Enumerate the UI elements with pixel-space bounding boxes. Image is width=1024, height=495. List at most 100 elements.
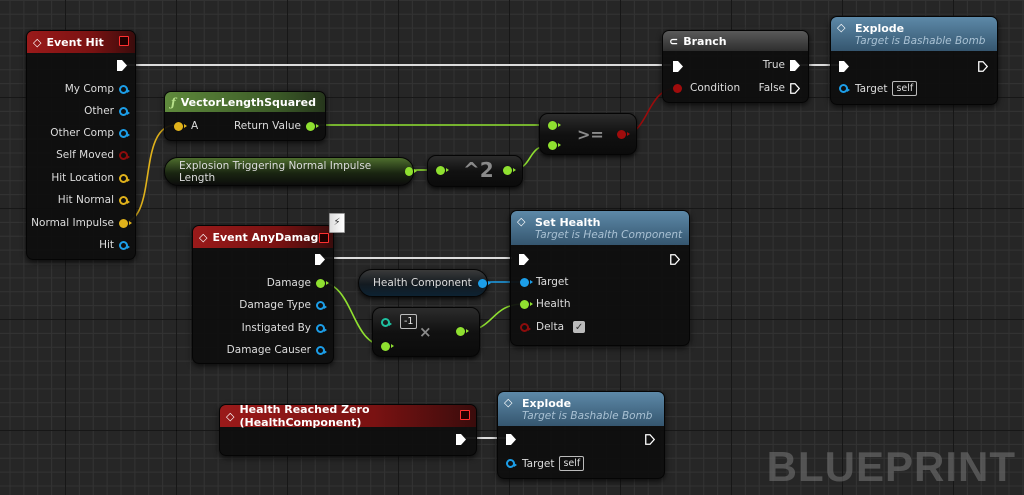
pin-damage-type[interactable]: Damage Type — [239, 299, 327, 311]
pin-label: False — [758, 82, 785, 94]
pin-instigated-by[interactable]: Instigated By — [242, 322, 327, 334]
bool-pin-icon[interactable] — [617, 130, 630, 139]
float-pin-icon[interactable] — [548, 121, 561, 130]
health-reached-zero-title: Health Reached Zero (HealthComponent) — [239, 403, 370, 429]
object-pin-icon[interactable] — [520, 277, 533, 287]
exec-out-pin[interactable] — [645, 434, 655, 445]
struct-pin-icon[interactable] — [119, 173, 130, 183]
event-any-damage-title: Event AnyDamage — [212, 230, 326, 244]
exec-out-pin[interactable] — [456, 434, 466, 445]
object-pin-icon[interactable] — [316, 345, 327, 355]
pin-hit[interactable]: Hit — [99, 239, 130, 251]
vector-length-squared-node[interactable]: ƒ VectorLengthSquared A Return Value — [164, 91, 326, 141]
exec-out-pin[interactable] — [670, 254, 680, 265]
square-operator-node[interactable]: ^2 — [427, 155, 523, 187]
pin-my-comp[interactable]: My Comp — [65, 83, 130, 95]
exec-out-pin[interactable] — [315, 254, 325, 265]
pin-other[interactable]: Other — [84, 105, 130, 117]
event-any-damage-header[interactable]: ◇ Event AnyDamage — [193, 226, 333, 248]
pin-hit-location[interactable]: Hit Location — [51, 172, 130, 184]
bool-pin-icon[interactable] — [520, 322, 531, 332]
float-pin-icon[interactable] — [381, 342, 394, 351]
vector-length-squared-title: VectorLengthSquared — [180, 95, 316, 109]
event-any-damage-node[interactable]: ◇ Event AnyDamage ⚡ Damage Damage Type I… — [192, 213, 345, 364]
target-self-value[interactable]: self — [892, 81, 918, 96]
branch-header[interactable]: ⊂ Branch — [663, 31, 808, 51]
float-pin-icon[interactable] — [316, 278, 329, 288]
bool-pin-icon[interactable] — [673, 84, 682, 93]
exec-in-pin[interactable] — [519, 254, 529, 265]
pin-damage-causer[interactable]: Damage Causer — [227, 344, 327, 356]
float-pin-icon[interactable] — [381, 318, 392, 327]
pin-self-moved[interactable]: Self Moved — [56, 149, 130, 161]
vector-length-squared-header[interactable]: ƒ VectorLengthSquared — [165, 92, 325, 112]
exec-in-pin[interactable] — [506, 434, 516, 445]
object-pin-icon[interactable] — [316, 300, 327, 310]
pin-return-value[interactable]: Return Value — [233, 120, 319, 132]
health-reached-zero-header[interactable]: ◇ Health Reached Zero (HealthComponent) — [220, 403, 476, 429]
pin-true[interactable]: True — [763, 59, 800, 71]
exec-out-pin[interactable] — [978, 61, 988, 72]
pin-target[interactable]: Target self — [839, 81, 918, 96]
float-pin-icon[interactable] — [306, 121, 319, 131]
pin-delta[interactable]: Delta ✓ — [520, 321, 586, 333]
health-reached-zero-node[interactable]: ◇ Health Reached Zero (HealthComponent) — [219, 403, 477, 456]
explode-header-1[interactable]: ◇ Explode Target is Bashable Bomb — [831, 17, 997, 51]
multiply-operator-node[interactable]: -1 × — [372, 307, 480, 357]
pin-condition[interactable]: Condition — [690, 82, 740, 94]
replicated-server-icon: ⚡ — [329, 213, 345, 233]
object-pin-icon[interactable] — [119, 240, 130, 250]
pin-hit-normal[interactable]: Hit Normal — [58, 194, 130, 206]
exec-out-pin[interactable] — [790, 59, 800, 71]
object-pin-icon[interactable] — [119, 128, 130, 138]
object-pin-icon[interactable] — [506, 459, 517, 468]
pin-health[interactable]: Health — [520, 298, 570, 310]
exec-in-pin[interactable] — [673, 61, 683, 72]
set-health-node[interactable]: ◇ Set Health Target is Health Component … — [510, 210, 690, 346]
float-pin-icon[interactable] — [404, 167, 418, 176]
event-hit-node[interactable]: ◇ Event Hit My Comp Other Other Comp Sel… — [26, 30, 136, 260]
struct-pin-icon[interactable] — [174, 121, 187, 131]
set-health-header[interactable]: ◇ Set Health Target is Health Component — [511, 211, 689, 245]
pin-label: Return Value — [233, 120, 301, 132]
event-diamond-icon: ◇ — [33, 35, 42, 49]
object-pin-icon[interactable] — [119, 84, 130, 94]
exec-out-pin[interactable] — [790, 82, 800, 94]
pin-label: Normal Impulse — [31, 217, 114, 229]
event-hit-header[interactable]: ◇ Event Hit — [27, 31, 135, 53]
bool-pin-icon[interactable] — [119, 150, 130, 160]
pin-other-comp[interactable]: Other Comp — [50, 127, 130, 139]
pin-normal-impulse[interactable]: Normal Impulse — [31, 217, 132, 229]
explode-header-2[interactable]: ◇ Explode Target is Bashable Bomb — [498, 392, 664, 426]
pin-target[interactable]: Target self — [506, 456, 585, 471]
float-pin-icon[interactable] — [456, 327, 469, 336]
float-pin-icon[interactable] — [548, 141, 561, 150]
pin-a[interactable]: A — [174, 120, 198, 132]
multiply-constant-input[interactable]: -1 — [400, 314, 418, 329]
target-self-value[interactable]: self — [559, 456, 585, 471]
object-pin-icon[interactable] — [316, 323, 327, 333]
struct-pin-icon[interactable] — [119, 195, 130, 205]
pin-damage[interactable]: Damage — [267, 277, 329, 289]
exec-out-pin[interactable] — [117, 60, 127, 71]
object-pin-icon[interactable] — [119, 106, 130, 116]
explode-node-1[interactable]: ◇ Explode Target is Bashable Bomb Target… — [830, 16, 998, 105]
exec-in-pin[interactable] — [839, 61, 849, 72]
compare-operator-node[interactable]: >= — [539, 113, 637, 155]
function-diamond-icon: ◇ — [517, 215, 526, 228]
branch-node[interactable]: ⊂ Branch True Condition False — [662, 30, 809, 103]
pin-false[interactable]: False — [759, 82, 800, 94]
object-pin-icon[interactable] — [839, 84, 850, 93]
float-pin-icon[interactable] — [503, 166, 516, 175]
pin-label: Target — [855, 82, 888, 95]
explode-node-2[interactable]: ◇ Explode Target is Bashable Bomb Target… — [497, 391, 665, 479]
explosion-impulse-variable[interactable]: Explosion Triggering Normal Impulse Leng… — [164, 157, 418, 186]
struct-pin-icon[interactable] — [119, 218, 132, 228]
delta-checkbox[interactable]: ✓ — [573, 321, 586, 333]
float-pin-icon[interactable] — [436, 166, 449, 175]
object-pin-icon[interactable] — [477, 278, 491, 288]
pin-label: Other Comp — [50, 127, 114, 139]
float-pin-icon[interactable] — [520, 299, 533, 309]
health-component-variable[interactable]: Health Component — [358, 269, 491, 297]
pin-target[interactable]: Target — [520, 276, 568, 288]
